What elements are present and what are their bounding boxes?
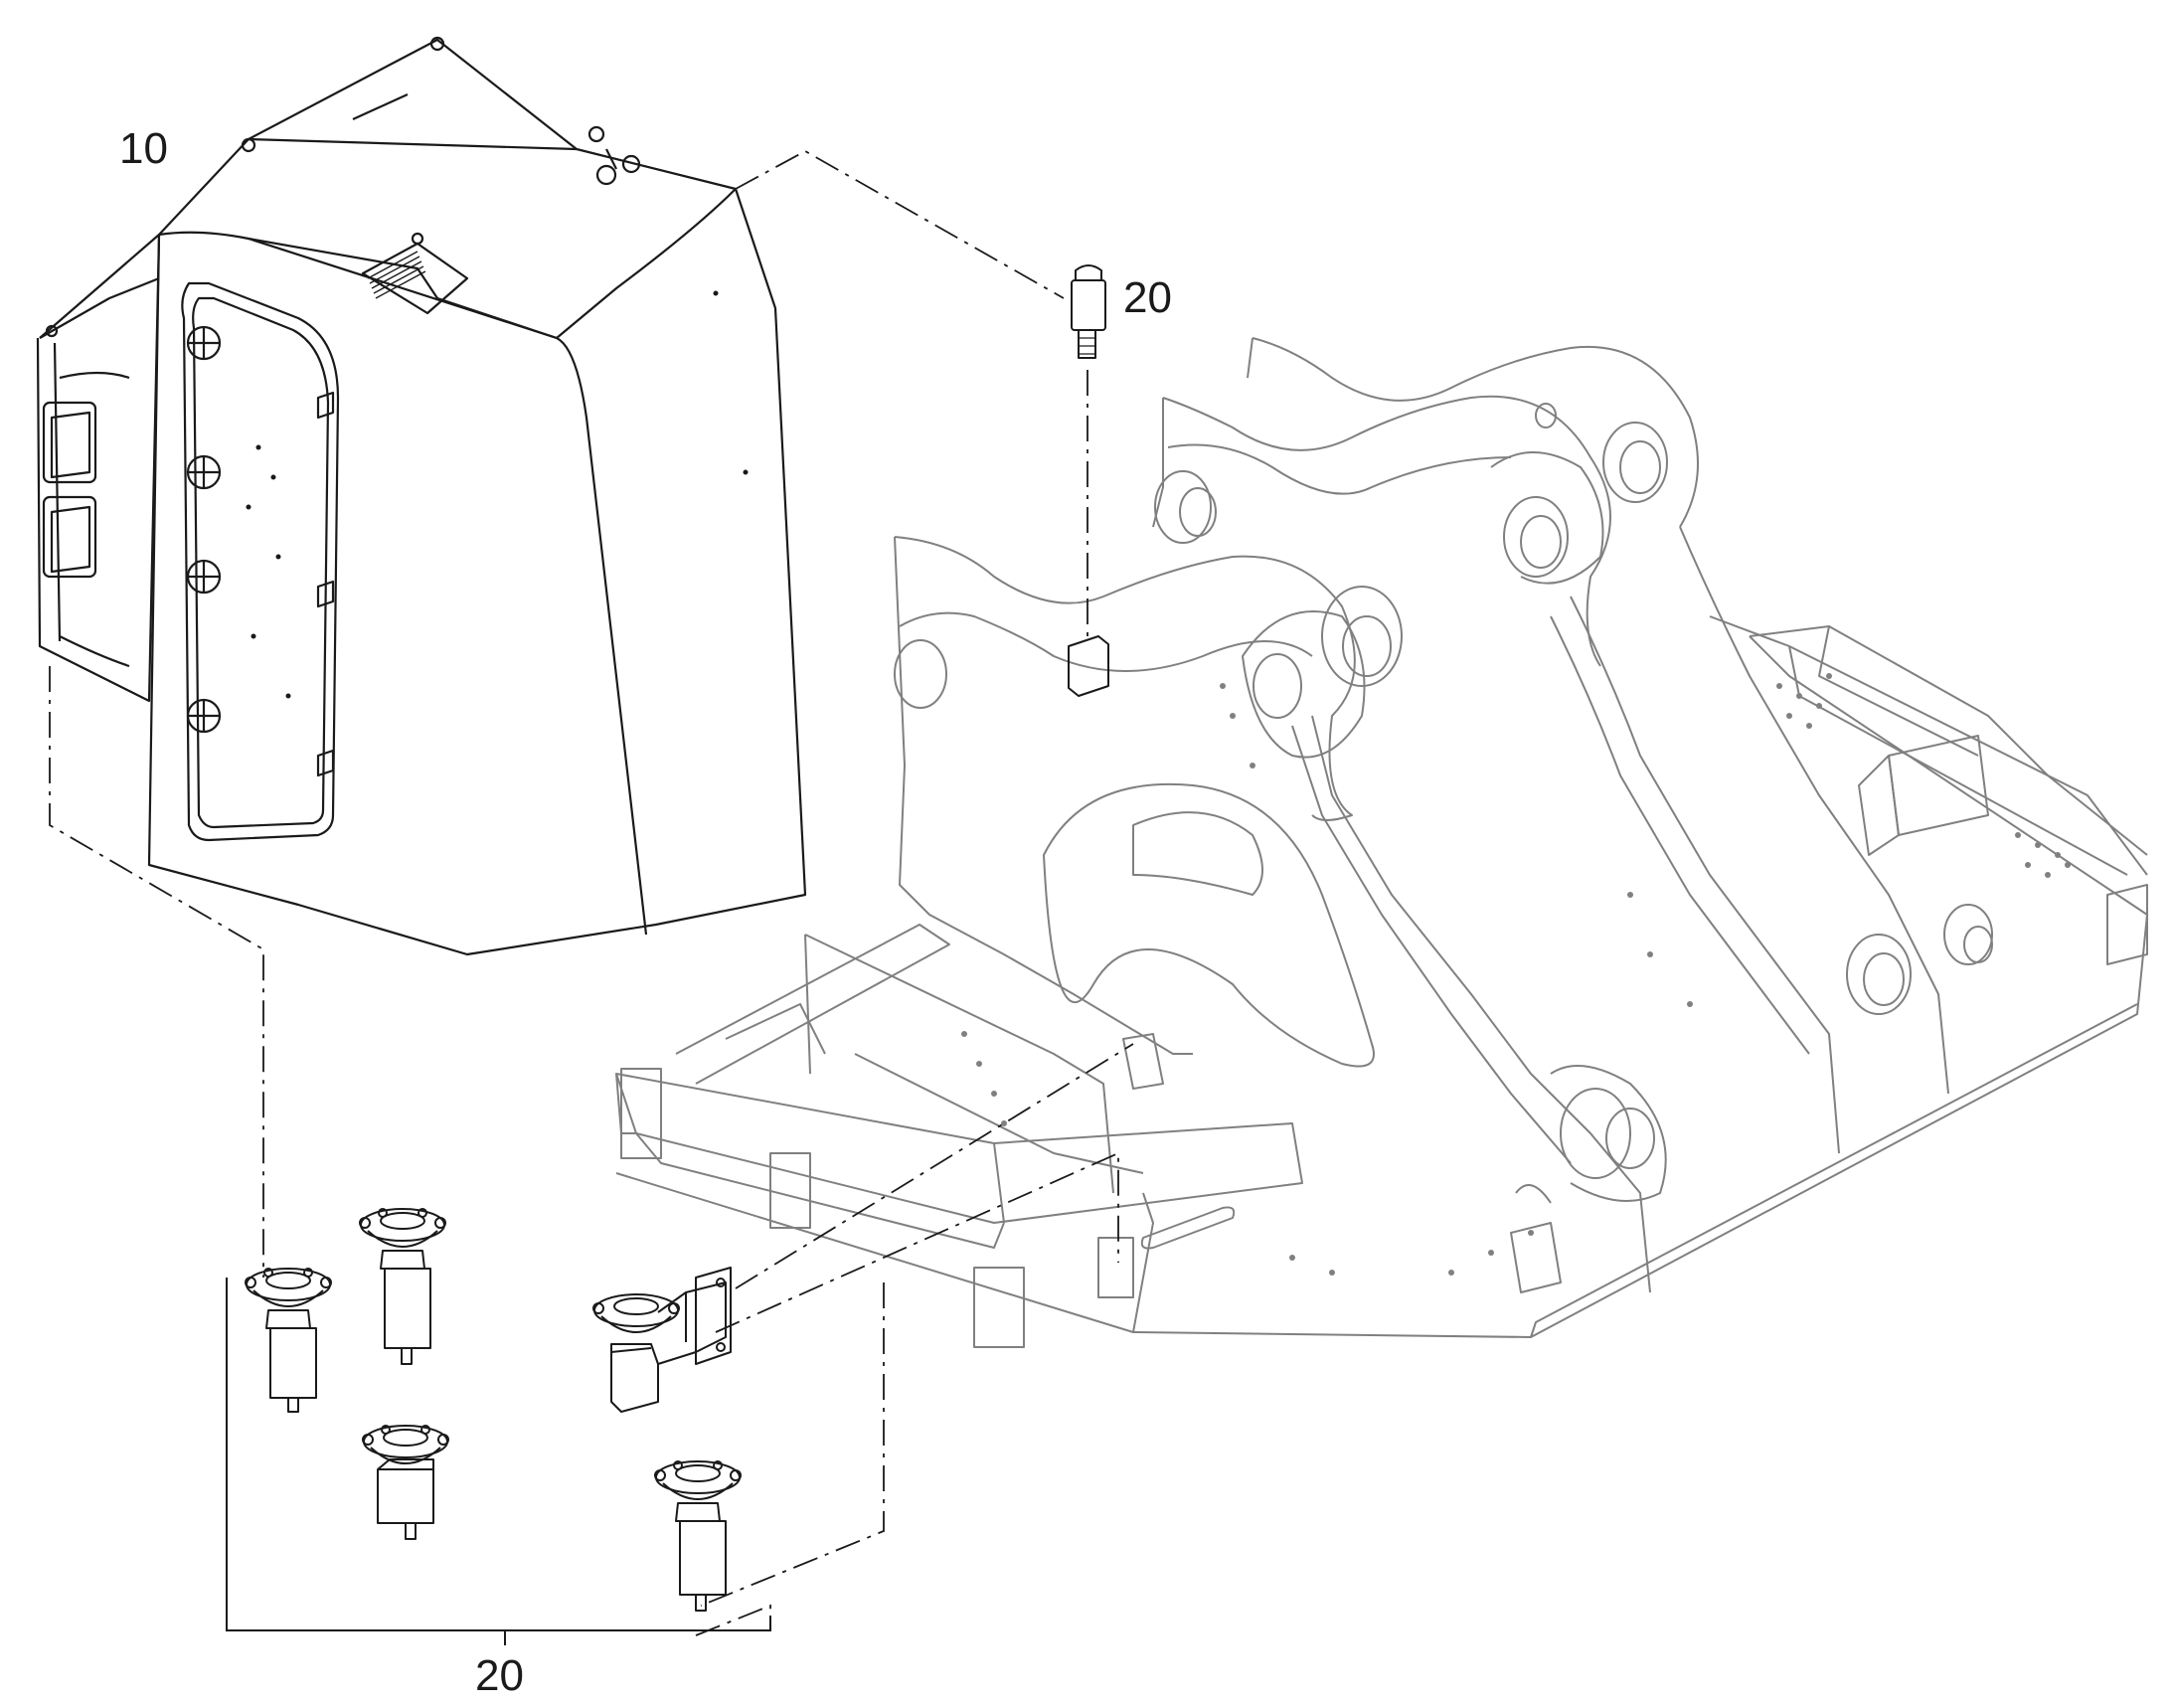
callout-bracket [226, 1278, 771, 1645]
machine-frame [615, 337, 2148, 1348]
isolator-mount-e [654, 1460, 742, 1612]
frame-bolt-dots [961, 673, 2071, 1276]
isolator-mount-b [359, 1208, 446, 1365]
callout-part-20-bottom: 20 [475, 1651, 524, 1700]
enclosure-part-10 [36, 36, 807, 956]
isolator-mount-a [245, 1268, 332, 1413]
isolator-mount-d [592, 1267, 732, 1413]
callout-part-10: 10 [119, 124, 168, 173]
door-latches [186, 325, 222, 734]
dash-dot-leader-lines [49, 149, 1134, 1636]
isolator-mount-c [362, 1425, 449, 1540]
mount-parts-part-20 [245, 264, 1109, 1612]
callout-part-20-top: 20 [1123, 273, 1172, 322]
isolator-top [1071, 264, 1106, 359]
